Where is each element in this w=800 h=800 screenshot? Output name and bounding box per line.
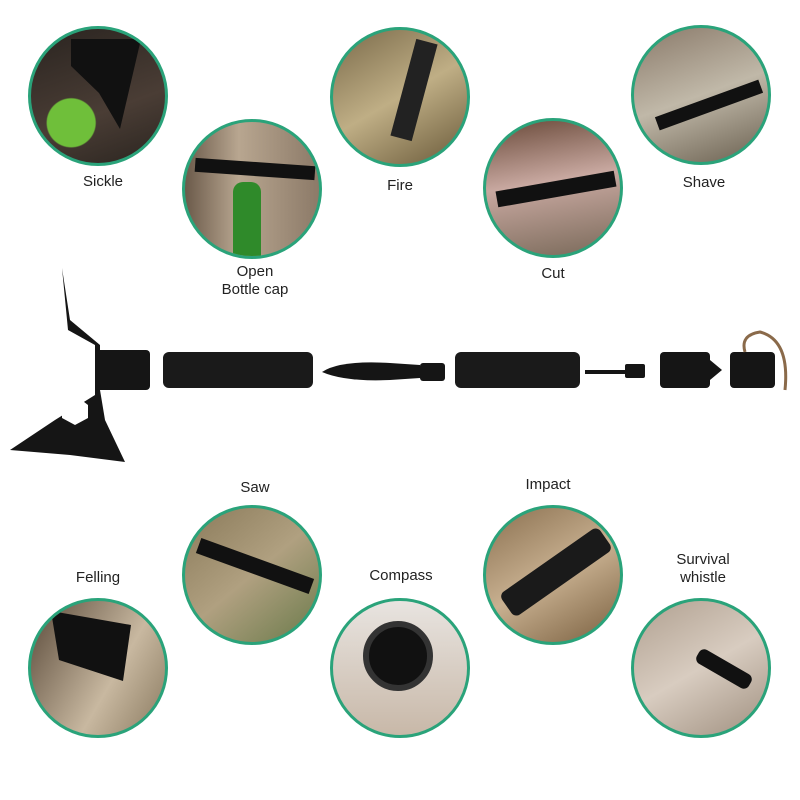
label-line: Bottle cap xyxy=(221,281,289,298)
shave-photo xyxy=(631,25,771,165)
whistle-cap xyxy=(730,330,788,391)
label-sickle: Sickle xyxy=(82,173,123,190)
label-fire: Fire xyxy=(387,177,413,194)
knife xyxy=(322,362,445,381)
label-line: Survival xyxy=(676,551,730,568)
whistle-photo xyxy=(631,598,771,738)
label-compass: Compass xyxy=(369,567,433,584)
label-shave: Shave xyxy=(682,174,726,191)
axe-head xyxy=(10,268,150,462)
label-felling: Felling xyxy=(75,569,121,586)
handle-section xyxy=(163,352,580,388)
impact-cap xyxy=(660,352,722,388)
label-cut: Cut xyxy=(541,265,565,282)
bottle-opener-photo xyxy=(182,119,322,259)
impact-photo xyxy=(483,505,623,645)
label-line: Open xyxy=(236,263,274,280)
label-saw: Saw xyxy=(240,479,270,496)
felling-photo xyxy=(28,598,168,738)
label-open-bottle-cap: Open Bottle cap xyxy=(185,263,325,299)
compass-photo xyxy=(330,598,470,738)
label-impact: Impact xyxy=(525,476,571,493)
cut-photo xyxy=(483,118,623,258)
label-survival-whistle: Survival whistle xyxy=(633,551,773,587)
sickle-photo xyxy=(28,26,168,166)
fire-photo xyxy=(330,27,470,167)
saw-photo xyxy=(182,505,322,645)
fire-starter xyxy=(585,364,645,378)
label-line: whistle xyxy=(680,569,726,586)
